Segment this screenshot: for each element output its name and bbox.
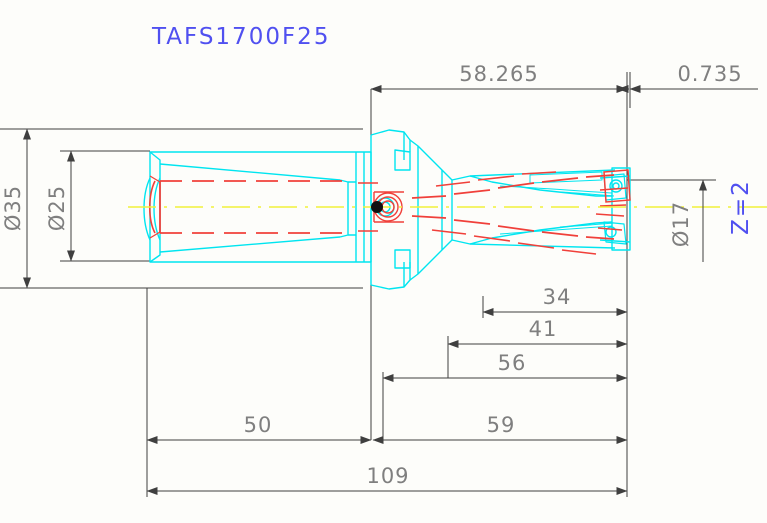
dim-text-shank-length-50: 50	[244, 413, 273, 437]
center-marker	[371, 201, 383, 213]
dim-text-flute-length-34: 34	[543, 285, 572, 309]
hidden-lines-red	[148, 169, 631, 255]
dim-text-overhang-59: 59	[487, 413, 516, 437]
dim-text-shank-diameter: Ø25	[45, 185, 69, 231]
part-outline-cyan	[143, 129, 631, 290]
dim-text-flute-length-41: 41	[529, 317, 558, 341]
flute-count-label: Z=2	[728, 179, 754, 235]
extension-lines	[0, 72, 716, 497]
dim-text-shank-flange-diameter: Ø35	[1, 185, 25, 231]
dim-text-tip-protrusion: 0.735	[677, 62, 742, 86]
dimension-lines	[23, 85, 758, 495]
dim-text-body-length: 58.265	[459, 62, 538, 86]
dim-text-overall-length-109: 109	[366, 464, 409, 488]
dim-text-drill-diameter: Ø17	[669, 201, 693, 247]
part-title-label: TAFS1700F25	[151, 24, 330, 50]
dim-text-body-length-56: 56	[498, 351, 527, 375]
